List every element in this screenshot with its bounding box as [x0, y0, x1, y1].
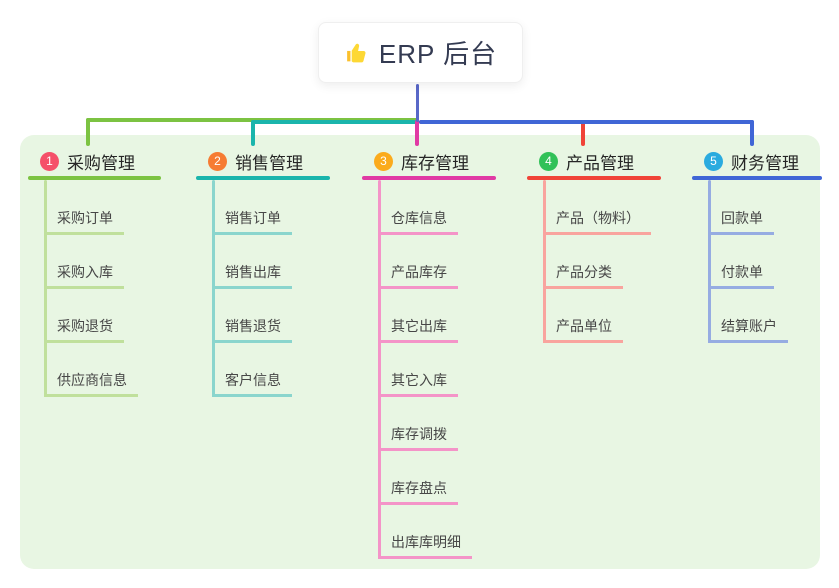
child-node[interactable]: 其它出库 [378, 316, 458, 343]
child-node[interactable]: 产品库存 [378, 262, 458, 289]
child-node[interactable]: 结算账户 [708, 316, 788, 343]
branch-node-label: 销售管理 [235, 153, 303, 173]
child-node[interactable]: 仓库信息 [378, 208, 458, 235]
connector-line [750, 120, 754, 146]
mindmap-group-panel [20, 135, 820, 569]
branch-underline [692, 176, 822, 180]
child-node[interactable]: 产品单位 [543, 316, 623, 343]
child-node[interactable]: 客户信息 [212, 370, 292, 397]
branch-number-badge: 4 [539, 151, 558, 171]
connector-line [251, 120, 419, 124]
branch-node-label: 采购管理 [67, 153, 135, 173]
branch-number-badge: 5 [704, 151, 723, 171]
branch-child-stem [543, 180, 546, 343]
child-node[interactable]: 供应商信息 [44, 370, 138, 397]
branch-node-财务管理[interactable]: 5 财务管理 [704, 146, 799, 176]
branch-node-label: 库存管理 [401, 153, 469, 173]
branch-underline [527, 176, 661, 180]
child-node[interactable]: 采购退货 [44, 316, 124, 343]
branch-underline [196, 176, 330, 180]
child-node[interactable]: 付款单 [708, 262, 774, 289]
connector-line [86, 118, 90, 146]
branch-child-stem [378, 180, 381, 559]
child-node[interactable]: 销售订单 [212, 208, 292, 235]
child-node[interactable]: 采购订单 [44, 208, 124, 235]
child-node[interactable]: 出库库明细 [378, 532, 472, 559]
child-node[interactable]: 销售出库 [212, 262, 292, 289]
connector-line [416, 84, 419, 122]
branch-node-label: 产品管理 [566, 153, 634, 173]
child-node[interactable]: 库存盘点 [378, 478, 458, 505]
root-node[interactable]: ERP 后台 [318, 22, 523, 83]
connector-line [581, 120, 585, 146]
child-node[interactable]: 产品（物料） [543, 208, 651, 235]
connector-line [415, 120, 419, 146]
branch-node-label: 财务管理 [731, 153, 799, 173]
connector-line [251, 120, 255, 146]
branch-node-库存管理[interactable]: 3 库存管理 [374, 146, 469, 176]
branch-node-产品管理[interactable]: 4 产品管理 [539, 146, 634, 176]
child-node[interactable]: 采购入库 [44, 262, 124, 289]
branch-number-badge: 3 [374, 151, 393, 171]
branch-number-badge: 1 [40, 151, 59, 171]
child-node[interactable]: 销售退货 [212, 316, 292, 343]
thumbs-up-icon [344, 40, 369, 65]
child-node[interactable]: 库存调拨 [378, 424, 458, 451]
branch-underline [362, 176, 496, 180]
branch-node-采购管理[interactable]: 1 采购管理 [40, 146, 135, 176]
child-node[interactable]: 产品分类 [543, 262, 623, 289]
root-node-label: ERP 后台 [378, 39, 498, 69]
child-node[interactable]: 回款单 [708, 208, 774, 235]
child-node[interactable]: 其它入库 [378, 370, 458, 397]
branch-number-badge: 2 [208, 151, 227, 171]
branch-node-销售管理[interactable]: 2 销售管理 [208, 146, 303, 176]
branch-child-stem [708, 180, 711, 343]
connector-line [419, 120, 754, 124]
branch-underline [28, 176, 161, 180]
